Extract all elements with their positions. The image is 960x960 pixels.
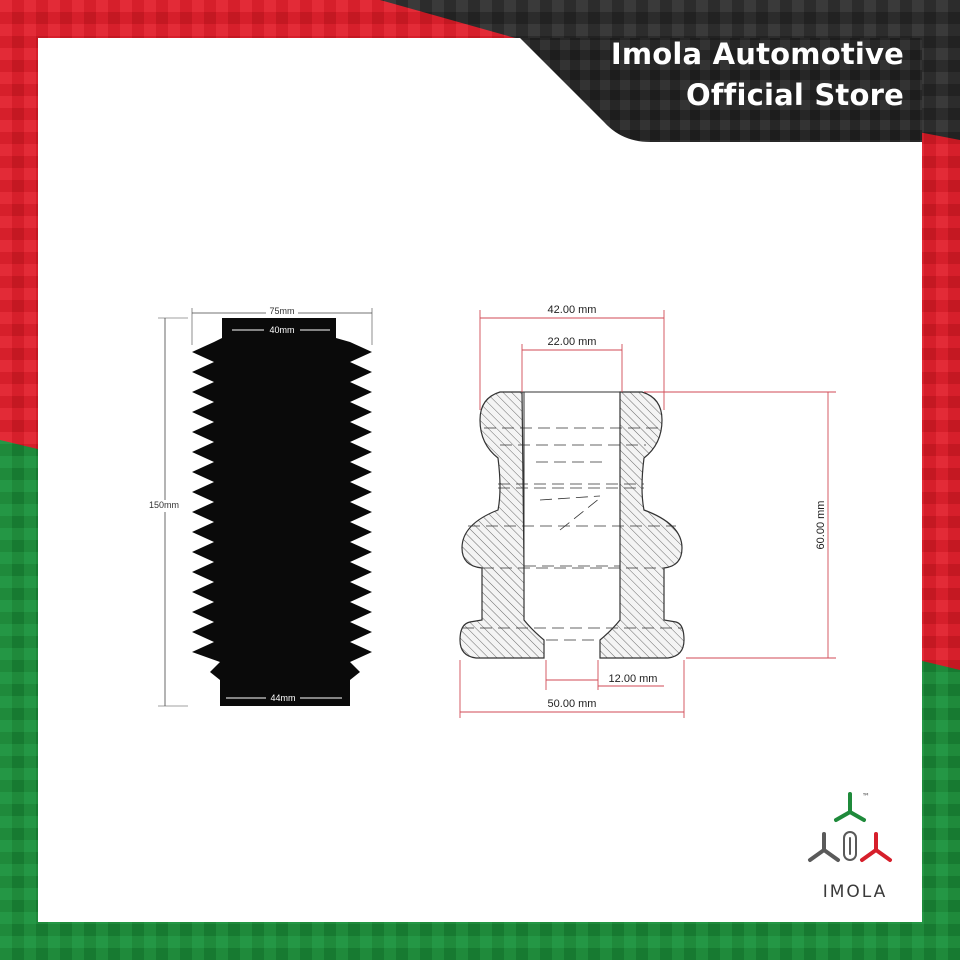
boot-height-label: 150mm xyxy=(149,500,179,510)
bellows-body xyxy=(192,318,372,706)
bushing-top-outer-label: 42.00 mm xyxy=(548,304,597,316)
content-panel xyxy=(38,38,922,922)
store-title-line2: Official Store xyxy=(685,78,904,112)
bushing-left-half xyxy=(459,391,545,659)
boot-top-outer-label: 75mm xyxy=(269,306,294,316)
logo-wordmark: IMOLA xyxy=(822,882,888,902)
bellows-boot: 75mm 40mm 150mm 44mm xyxy=(145,305,373,707)
bushing-right-half xyxy=(599,391,685,659)
logo-tm: ™ xyxy=(862,792,870,801)
store-title: Imola Automotive Official Store xyxy=(544,34,904,116)
boot-top-inner-label: 40mm xyxy=(269,325,294,335)
boot-bottom-label: 44mm xyxy=(270,693,295,703)
imola-logo-mark xyxy=(808,792,892,862)
bushing-top-inner-label: 22.00 mm xyxy=(548,336,597,348)
store-title-line1: Imola Automotive xyxy=(610,37,904,71)
bushing-section: 42.00 mm 22.00 mm 60.00 mm 12.00 mm xyxy=(459,304,836,718)
bushing-bottom-outer-label: 50.00 mm xyxy=(548,698,597,710)
bushing-height-label: 60.00 mm xyxy=(815,501,827,550)
imola-logo: ™ IMOLA xyxy=(800,790,910,910)
bushing-bottom-inner-label: 12.00 mm xyxy=(609,673,658,685)
